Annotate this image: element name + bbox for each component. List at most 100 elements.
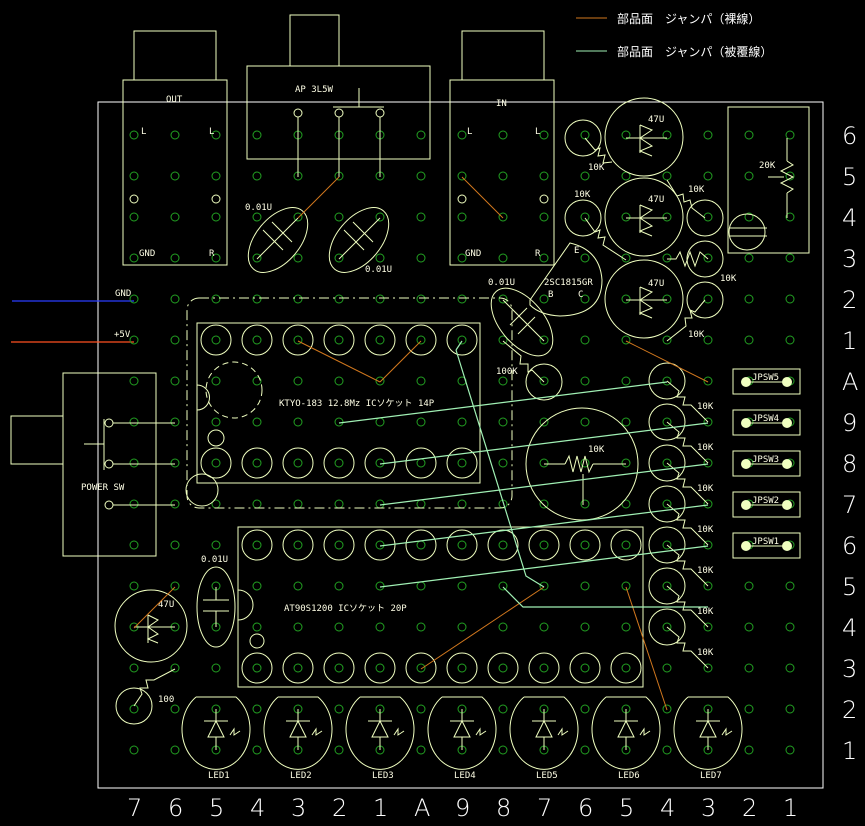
hole — [252, 704, 262, 714]
hole — [334, 417, 344, 427]
resistor-standoff — [648, 362, 686, 400]
hole — [662, 171, 672, 181]
legend-bare-label: 部品面 ジャンパ（裸線） — [617, 11, 760, 26]
led: LED6 — [591, 696, 661, 781]
in-jack-pin-l1: L — [467, 127, 472, 137]
socket-pin — [241, 447, 273, 479]
hole — [416, 212, 426, 222]
hole — [416, 663, 426, 673]
hole — [416, 704, 426, 714]
hole — [662, 581, 672, 591]
socket-pin — [241, 529, 273, 561]
resistor-100: 100 — [115, 668, 176, 725]
hole — [539, 130, 549, 140]
jumper-outline — [732, 368, 801, 395]
hole — [498, 417, 508, 427]
hole — [211, 540, 221, 550]
hole — [416, 458, 426, 468]
hole — [703, 335, 713, 345]
axis-label: 3 — [701, 794, 716, 822]
hole — [375, 417, 385, 427]
jumper-label: JPSW5 — [752, 373, 779, 383]
hole — [498, 253, 508, 263]
axis-label: A — [414, 794, 430, 822]
hole — [703, 294, 713, 304]
hole — [621, 130, 631, 140]
socket-pin — [446, 529, 478, 561]
hole — [703, 212, 713, 222]
hole — [662, 663, 672, 673]
hole — [580, 581, 590, 591]
led-label: LED1 — [208, 771, 230, 781]
socket-pin — [241, 652, 273, 684]
led-outline — [591, 696, 661, 770]
hole — [621, 294, 631, 304]
hole — [539, 663, 549, 673]
hole — [211, 663, 221, 673]
hole — [170, 171, 180, 181]
socket-pin — [323, 324, 355, 356]
led: LED3 — [345, 696, 415, 781]
hole — [252, 212, 262, 222]
resistor-zigzag — [666, 380, 709, 423]
in-jack-title: IN — [496, 99, 507, 109]
hole — [170, 253, 180, 263]
hole — [662, 745, 672, 755]
hole — [170, 130, 180, 140]
hole — [416, 581, 426, 591]
hole — [785, 335, 795, 345]
hole — [457, 335, 467, 345]
hole — [539, 581, 549, 591]
resistor-zigzag — [666, 462, 709, 505]
hole — [621, 458, 631, 468]
oscillator-socket: KTYO-183 12.8Mz ICソケット 14P — [185, 297, 513, 509]
axis-label: A — [842, 368, 858, 396]
hole — [580, 376, 590, 386]
trimmer-20k: 20K — [727, 106, 810, 254]
axis-label: 9 — [455, 794, 470, 822]
hole — [621, 376, 631, 386]
socket-pin — [569, 652, 601, 684]
axis-label: 6 — [842, 122, 857, 150]
hole — [457, 540, 467, 550]
hole — [211, 212, 221, 222]
socket-pin — [405, 652, 437, 684]
jumper-label: JPSW4 — [752, 414, 779, 424]
hole — [170, 335, 180, 345]
hole — [785, 130, 795, 140]
hole — [539, 294, 549, 304]
jumper-outline — [732, 450, 801, 477]
axis-label: 1 — [842, 327, 857, 355]
transistor-pin-e: E — [574, 246, 579, 256]
hole — [170, 581, 180, 591]
resistor-zigzag — [666, 626, 709, 669]
hole — [334, 540, 344, 550]
hole — [539, 499, 549, 509]
hole — [252, 663, 262, 673]
hole — [662, 130, 672, 140]
hole — [170, 704, 180, 714]
hole — [129, 540, 139, 550]
hole — [211, 335, 221, 345]
hole — [498, 335, 508, 345]
hole — [662, 376, 672, 386]
hole — [662, 540, 672, 550]
hole — [211, 417, 221, 427]
hole — [416, 335, 426, 345]
hole — [498, 376, 508, 386]
out-jack-title: OUT — [166, 95, 183, 105]
in-jack-pin-gnd: GND — [465, 249, 481, 259]
hole — [498, 704, 508, 714]
hole — [662, 622, 672, 632]
axis-label: 4 — [842, 614, 857, 642]
hole — [252, 376, 262, 386]
axis-label: 8 — [496, 794, 511, 822]
hole — [457, 581, 467, 591]
elec-cap-3-label: 47U — [648, 279, 664, 289]
socket-pin — [364, 324, 396, 356]
hole — [498, 458, 508, 468]
resistor-1-label: 10K — [588, 163, 605, 173]
hole — [457, 171, 467, 181]
hole — [129, 417, 139, 427]
